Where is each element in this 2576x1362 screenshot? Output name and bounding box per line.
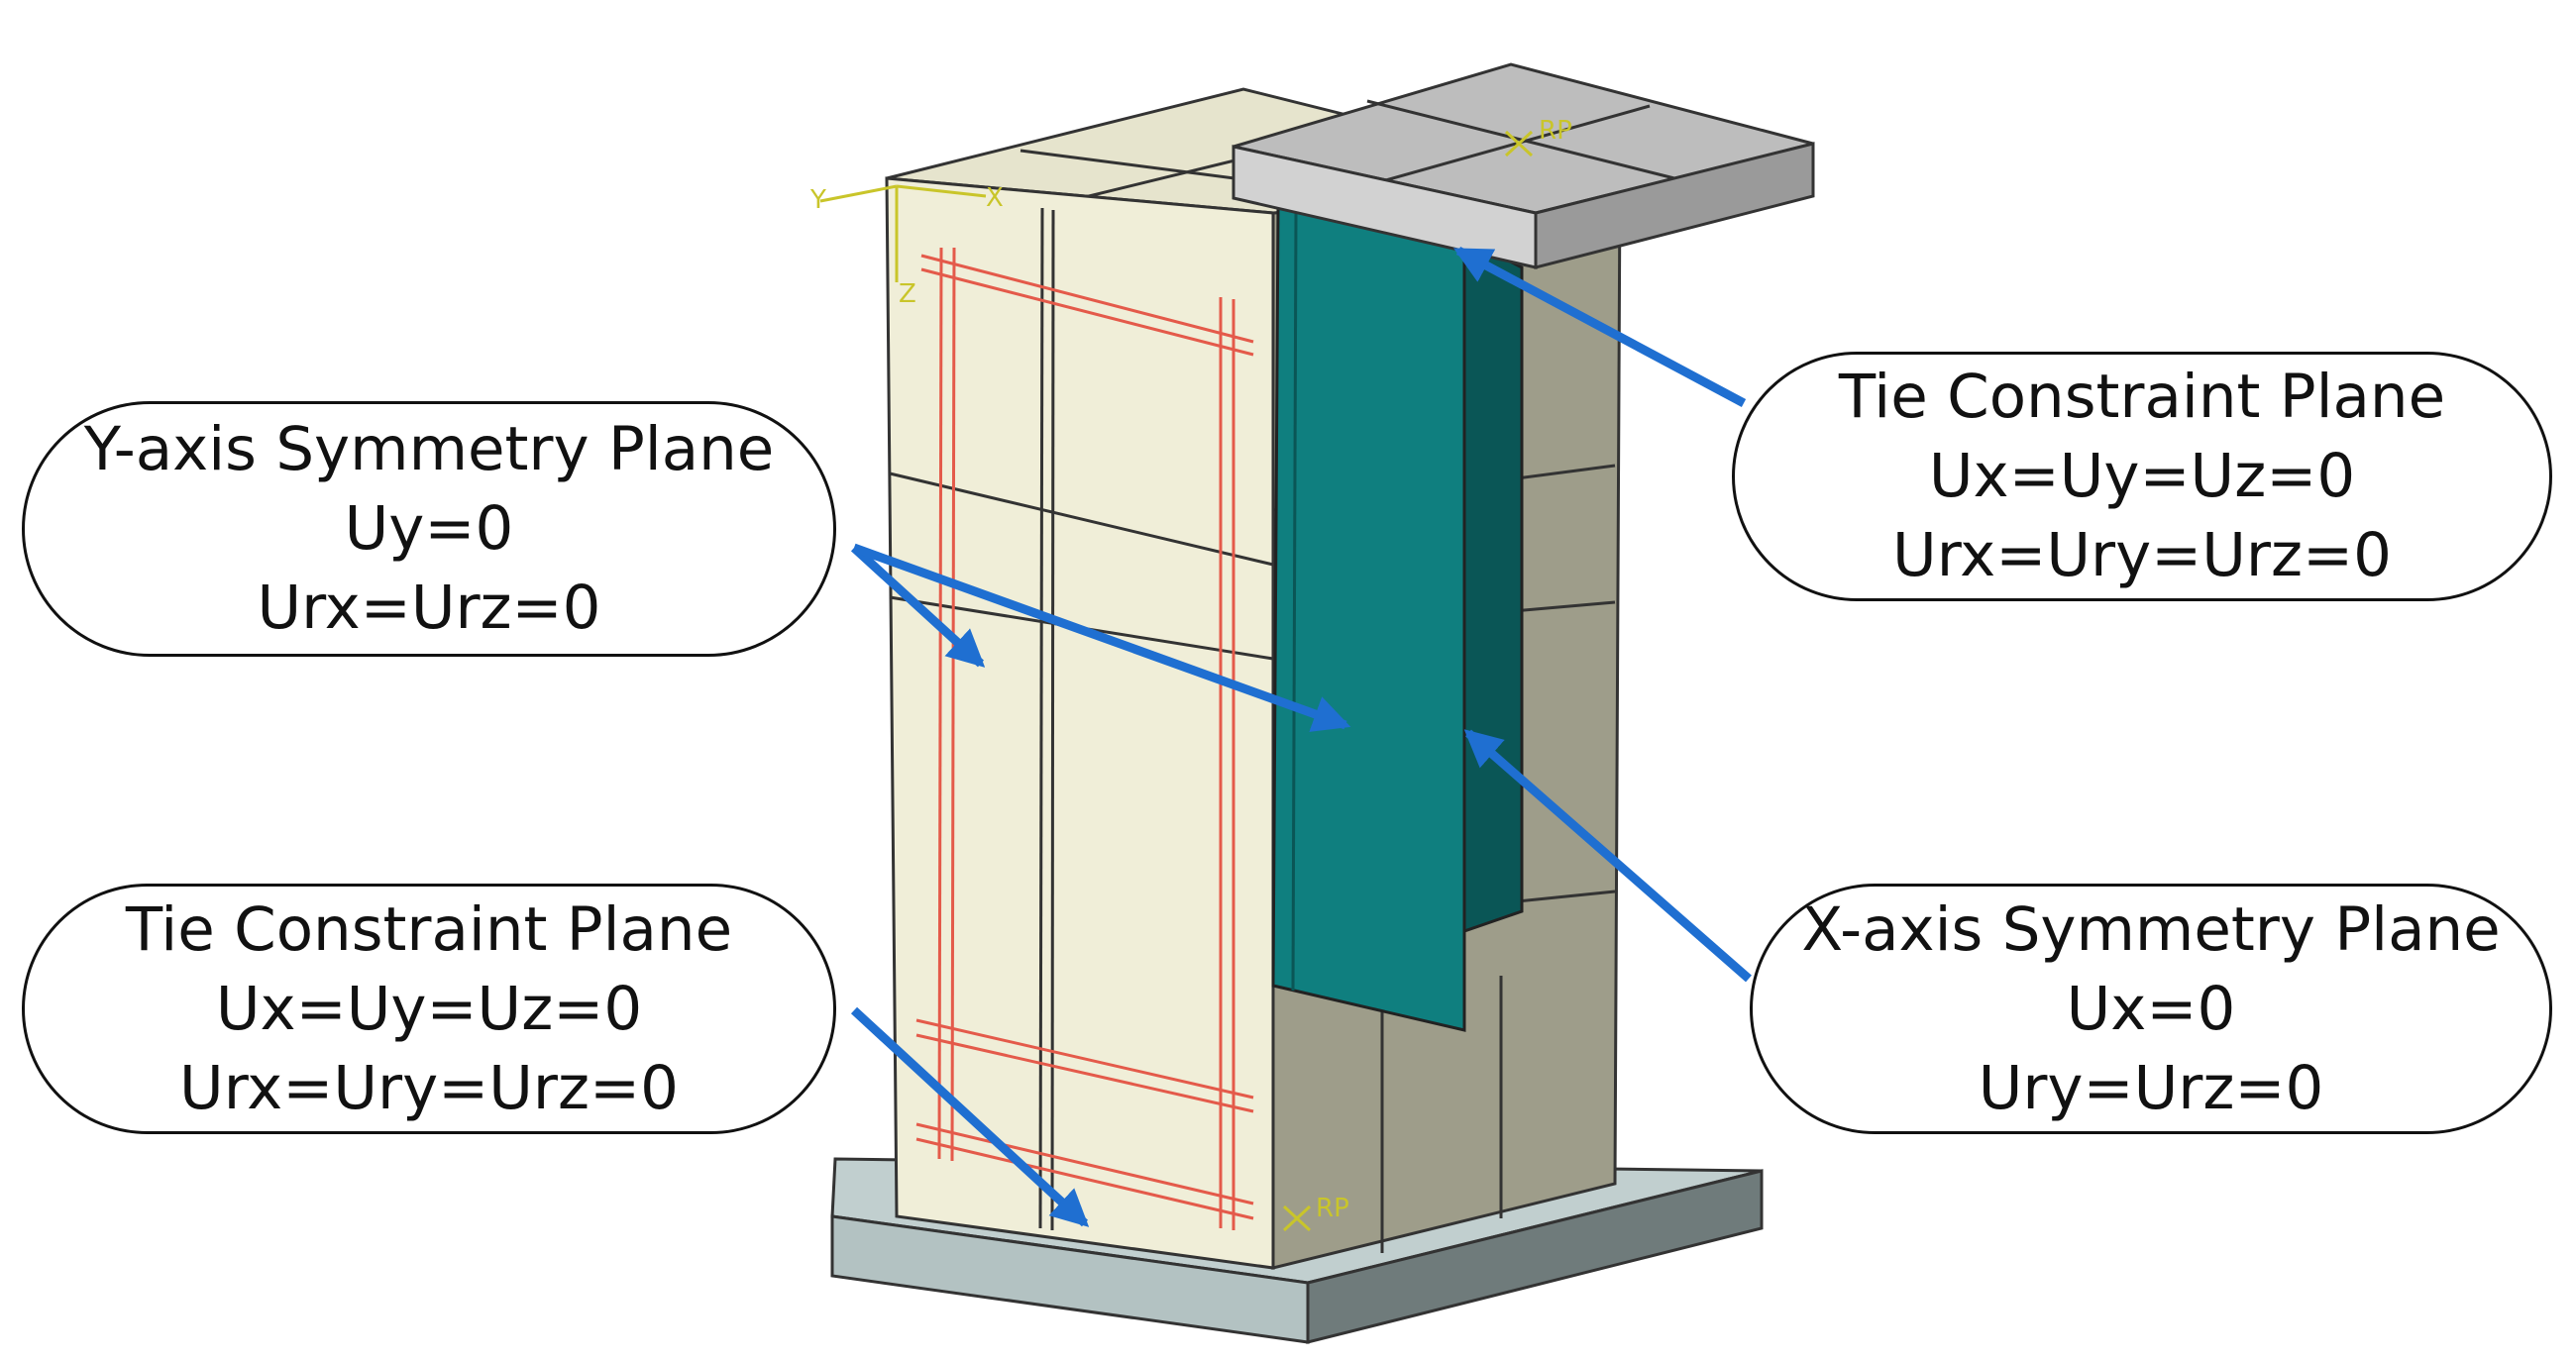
- callout-line-1: Ux=Uy=Uz=0: [1928, 441, 2356, 511]
- callout-title: X-axis Symmetry Plane: [1801, 893, 2501, 965]
- rebar-cage: [915, 247, 1254, 1230]
- callout-line-1: Ux=0: [2066, 973, 2236, 1044]
- callout-tie-constraint-plane-top: Tie Constraint Plane Ux=Uy=Uz=0 Urx=Ury=…: [1732, 352, 2552, 601]
- callout-line-2: Ury=Urz=0: [1978, 1052, 2324, 1123]
- callout-title: Tie Constraint Plane: [1838, 362, 2446, 432]
- callout-x-axis-symmetry-plane: X-axis Symmetry Plane Ux=0 Ury=Urz=0: [1750, 884, 2552, 1134]
- rp-label-top: RP: [1539, 116, 1572, 146]
- axis-label-y: Y: [809, 185, 826, 215]
- steel-plate: [1271, 206, 1524, 1032]
- arrow-tie-top: [1452, 247, 1747, 407]
- column-front-face: [885, 176, 1275, 1270]
- callout-title: Y-axis Symmetry Plane: [83, 414, 775, 484]
- callout-tie-constraint-plane-bottom: Tie Constraint Plane Ux=Uy=Uz=0 Urx=Ury=…: [22, 884, 836, 1134]
- leader-arrows: [850, 247, 1752, 1227]
- callout-line-2: Urx=Ury=Urz=0: [1892, 520, 2392, 590]
- axis-label-z: Z: [899, 279, 916, 309]
- callout-line-1: Ux=Uy=Uz=0: [215, 973, 643, 1044]
- reference-point-bottom: RP: [1282, 1194, 1349, 1232]
- callout-line-1: Uy=0: [344, 493, 514, 564]
- callout-line-2: Urx=Urz=0: [257, 573, 601, 643]
- rp-label-bottom: RP: [1316, 1194, 1349, 1223]
- callout-title: Tie Constraint Plane: [125, 893, 733, 965]
- reference-point-top: RP: [1504, 116, 1572, 157]
- arrow-y-sym-2: [852, 543, 1351, 732]
- callout-y-axis-symmetry-plane: Y-axis Symmetry Plane Uy=0 Urx=Urz=0: [22, 401, 836, 657]
- arrow-y-sym-1: [850, 544, 986, 668]
- axis-triad: Y X Z: [809, 183, 1004, 309]
- arrow-tie-bottom: [850, 1006, 1090, 1227]
- axis-label-x: X: [986, 183, 1004, 213]
- arrow-x-sym: [1463, 729, 1752, 983]
- callout-line-2: Urx=Ury=Urz=0: [179, 1052, 679, 1123]
